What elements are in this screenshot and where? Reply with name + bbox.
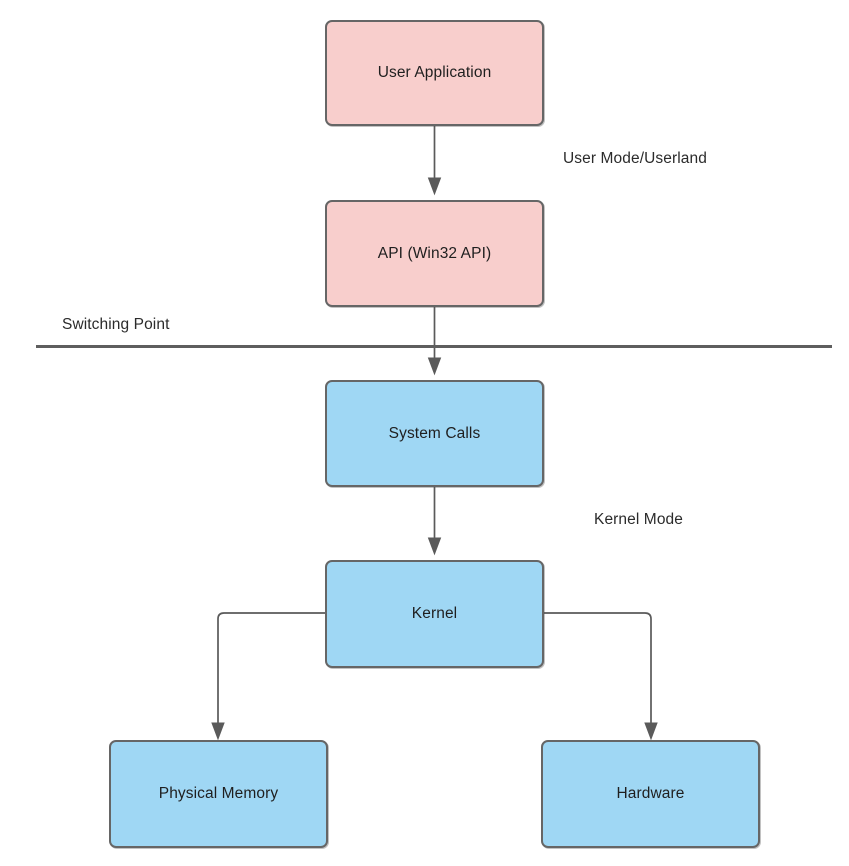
node-physical-memory-label: Physical Memory (158, 785, 279, 803)
node-kernel[interactable]: Kernel (325, 560, 544, 668)
switching-point-divider (36, 345, 832, 348)
edge-api-to-system-calls (427, 307, 442, 376)
kernel-mode-label: Kernel Mode (594, 511, 683, 528)
switching-point-label: Switching Point (62, 316, 170, 333)
user-mode-label: User Mode/Userland (563, 150, 707, 167)
node-hardware-label: Hardware (616, 785, 685, 803)
edge-user-application-to-api (427, 126, 442, 196)
node-user-application-label: User Application (377, 64, 492, 82)
edge-system-calls-to-kernel (427, 487, 442, 556)
node-user-application[interactable]: User Application (325, 20, 544, 126)
edge-kernel-to-hardware (544, 612, 658, 741)
node-system-calls[interactable]: System Calls (325, 380, 544, 487)
node-hardware[interactable]: Hardware (541, 740, 760, 848)
node-kernel-label: Kernel (411, 605, 458, 623)
node-physical-memory[interactable]: Physical Memory (109, 740, 328, 848)
node-system-calls-label: System Calls (388, 424, 481, 442)
edge-kernel-to-physical-memory (211, 612, 325, 741)
node-api-win32[interactable]: API (Win32 API) (325, 200, 544, 307)
node-api-win32-label: API (Win32 API) (377, 244, 492, 262)
